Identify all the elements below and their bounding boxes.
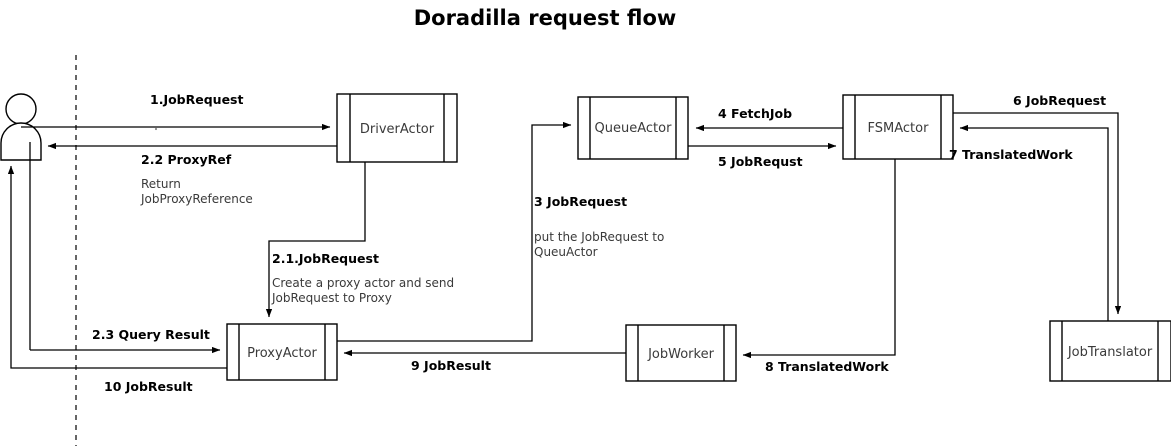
- edge-2-3-query-result-label: 2.3 Query Result: [92, 327, 210, 342]
- edge-1-jobrequest-label: 1.JobRequest: [150, 92, 244, 107]
- edge-7-translatedwork-label: 7 TranslatedWork: [949, 147, 1073, 162]
- edge-2-1-note-line1: Create a proxy actor and send: [272, 276, 454, 290]
- edge-2-2-note-line2: JobProxyReference: [140, 192, 253, 206]
- driveractor-box: [336, 93, 458, 163]
- edge-2-2-note-line1: Return: [141, 177, 181, 191]
- actor-user: [0, 93, 42, 161]
- edge-2-2-proxyref-label: 2.2 ProxyRef: [141, 152, 232, 167]
- edge-9-jobresult-label: 9 JobResult: [411, 358, 491, 373]
- edge-6-jobrequest-label: 6 JobRequest: [1013, 93, 1106, 108]
- node-proxyactor[interactable]: ProxyActor: [226, 323, 338, 381]
- node-fsmactor[interactable]: FSMActor: [842, 94, 954, 160]
- node-jobtranslator[interactable]: JobTranslator: [1049, 320, 1171, 382]
- jobworker-box: [625, 324, 737, 382]
- edge-3-note-line2: QueuActor: [534, 245, 598, 259]
- edge-6-jobrequest-line: [953, 112, 1122, 315]
- node-driveractor[interactable]: DriverActor: [336, 93, 458, 163]
- edge-2-1-jobrequest-line: [265, 162, 366, 318]
- proxyactor-box: [226, 323, 338, 381]
- edge-3-jobrequest-line: [337, 121, 572, 342]
- queueactor-label: QueueActor: [595, 121, 673, 136]
- node-jobworker[interactable]: JobWorker: [625, 324, 737, 382]
- artifact-speck: [154, 127, 158, 131]
- fsmactor-label: FSMActor: [868, 121, 930, 136]
- actor-body-icon: [0, 122, 42, 161]
- node-queueactor[interactable]: QueueActor: [577, 96, 689, 160]
- page-title: Doradilla request flow: [414, 6, 677, 30]
- queueactor-box: [577, 96, 689, 160]
- edge-5-jobrequst-label: 5 JobRequst: [718, 154, 803, 169]
- edge-8-translatedwork-line: [742, 159, 896, 359]
- edge-2-1-jobrequest-label: 2.1.JobRequest: [272, 251, 379, 266]
- proxyactor-label: ProxyActor: [247, 346, 317, 361]
- actor-head-icon: [5, 93, 37, 125]
- edge-2-1-note-line2: JobRequest to Proxy: [271, 291, 392, 305]
- edge-4-fetchjob-label: 4 FetchJob: [718, 106, 792, 121]
- edge-8-translatedwork-label: 8 TranslatedWork: [765, 359, 889, 374]
- jobworker-label: JobWorker: [647, 347, 714, 362]
- driveractor-label: DriverActor: [360, 122, 435, 137]
- edge-7-translatedwork-line: [959, 124, 1109, 321]
- edge-3-note-line1: put the JobRequest to: [534, 230, 664, 244]
- jobtranslator-box: [1049, 320, 1171, 382]
- edge-10-jobresult-label: 10 JobResult: [104, 379, 193, 394]
- edge-10-jobresult-line: [7, 165, 227, 369]
- fsmactor-box: [842, 94, 954, 160]
- edge-3-jobrequest-label: 3 JobRequest: [534, 194, 627, 209]
- jobtranslator-label: JobTranslator: [1067, 345, 1153, 360]
